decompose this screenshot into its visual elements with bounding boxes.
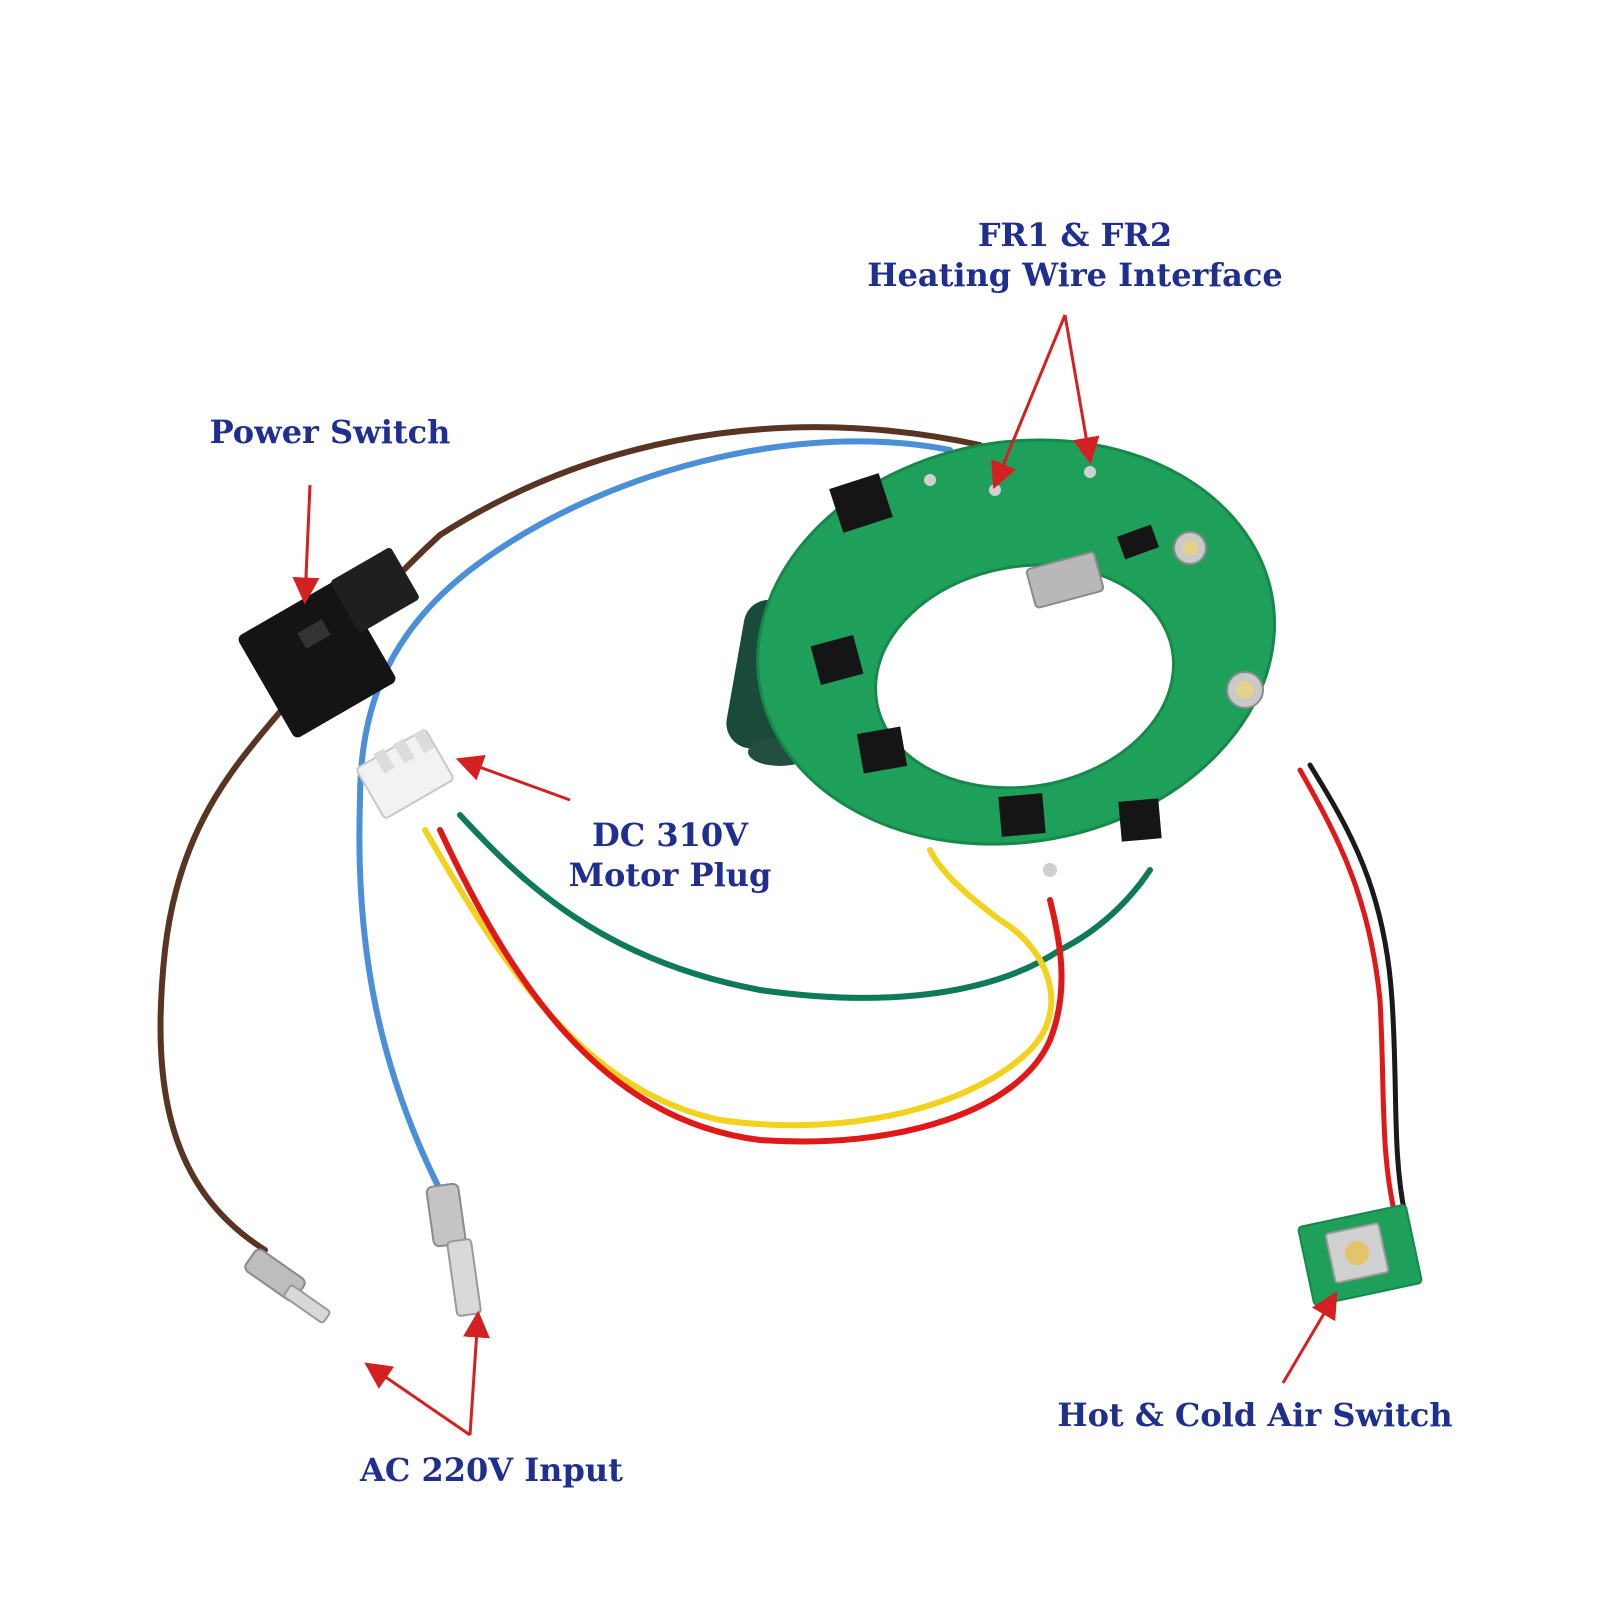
- ac-input-label: AC 220V Input: [360, 1451, 623, 1489]
- spade-terminal-right: [425, 1182, 482, 1317]
- arrow-power-switch: [292, 484, 320, 605]
- motor-label-line1: DC 310V: [592, 816, 748, 854]
- motor-label-line2: Motor Plug: [568, 856, 772, 894]
- red-wire: [437, 827, 1065, 1145]
- motor-plug-label: DC 310V Motor Plug: [560, 815, 780, 895]
- connector-plug: [356, 728, 454, 819]
- green-wire: [457, 812, 1153, 1001]
- power-switch-body: [238, 547, 419, 738]
- pcb-ring-board: [756, 438, 1277, 877]
- arrows: [292, 314, 1338, 1437]
- air-switch-label: Hot & Cold Air Switch: [1057, 1396, 1453, 1434]
- arrow-heating-left: [991, 314, 1067, 490]
- arrow-ac-left: [364, 1362, 471, 1437]
- arrow-motor-plug: [455, 755, 571, 802]
- arrow-ac-right: [463, 1310, 490, 1436]
- power-switch-label: Power Switch: [209, 413, 451, 451]
- heating-label-line2: Heating Wire Interface: [867, 256, 1283, 294]
- arrow-air-switch: [1281, 1291, 1338, 1384]
- arrow-heating-right: [1063, 314, 1100, 465]
- red-wire-switch: [1297, 767, 1398, 1218]
- heating-wire-interface-label: FR1 & FR2 Heating Wire Interface: [860, 215, 1290, 295]
- heating-label-line1: FR1 & FR2: [977, 216, 1173, 254]
- push-button-board: [1297, 1204, 1423, 1306]
- black-wire-switch: [1307, 762, 1408, 1218]
- spade-terminal-left: [244, 1248, 331, 1324]
